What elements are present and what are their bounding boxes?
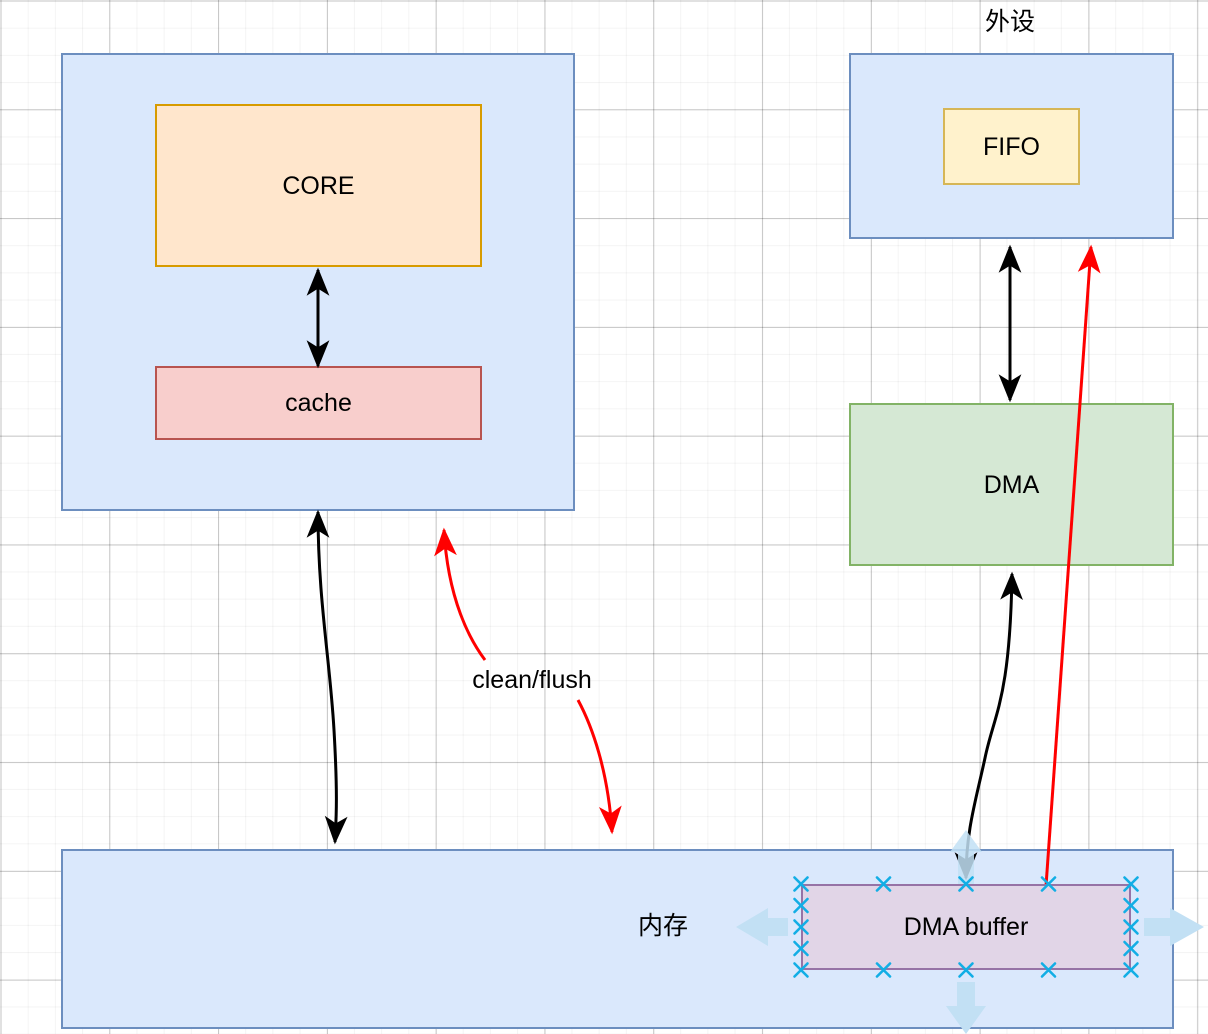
hint-arrow-down-icon[interactable]: [946, 982, 986, 1034]
hint-arrow-right-icon[interactable]: [1144, 908, 1204, 946]
edge-dmabuffer-peripheral-red[interactable]: [1044, 244, 1101, 887]
edge-clean-flush-down[interactable]: [576, 699, 622, 835]
edge-clean-flush-up[interactable]: [434, 527, 487, 661]
hint-arrow-left-icon[interactable]: [736, 908, 788, 946]
dma-buffer-selection-handles[interactable]: [793, 876, 1139, 978]
dma-buffer-box[interactable]: DMA buffer: [801, 884, 1131, 970]
edge-cpu-memory[interactable]: [306, 509, 348, 845]
